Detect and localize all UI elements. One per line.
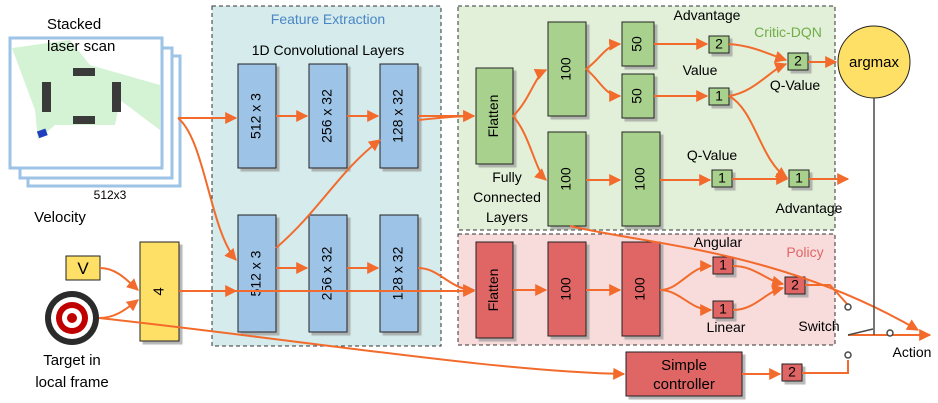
- critic-flatten-label: Flatten: [485, 95, 501, 138]
- policy-title: Policy: [786, 244, 823, 260]
- obstacle-shape: [42, 82, 51, 112]
- critic-dqn-title: Critic-DQN: [754, 24, 822, 40]
- value-output-value: 1: [715, 88, 723, 104]
- conv-layer-bottom-1-label: 512 x 3: [248, 250, 264, 296]
- laser-scan-area: [12, 40, 160, 140]
- policy-fc-a-label: 100: [558, 277, 574, 301]
- simple-controller-box: [625, 351, 743, 397]
- simple-controller-output-value: 2: [788, 364, 796, 380]
- feature-extraction-title: Feature Extraction: [271, 11, 385, 27]
- linear-label: Linear: [707, 319, 746, 335]
- target-label-line1: Target in: [43, 352, 101, 369]
- switch-contact: [844, 303, 852, 311]
- critic-fc-bottom-b: [621, 131, 661, 227]
- switch-contact: [844, 351, 852, 359]
- critic-fc-bottom-a: [547, 131, 587, 227]
- conv-layer-bottom-2: [308, 214, 348, 333]
- critic-fc-bottom-b-label: 100: [632, 167, 648, 191]
- target-label-line2: local frame: [35, 374, 108, 391]
- target-icon: [45, 291, 99, 345]
- fc-layers-label-line1: Fully: [492, 169, 522, 185]
- critic-fc-top: [547, 21, 587, 117]
- argmax-label: argmax: [849, 54, 900, 71]
- simple-controller-line1: Simple: [661, 357, 707, 374]
- simple-controller-line2: controller: [653, 376, 715, 393]
- critic-fc-bottom-a-label: 100: [558, 167, 574, 191]
- q-value-bottom-label: Q-Value: [687, 147, 738, 163]
- laser-scan-stack: [8, 36, 182, 188]
- laser-title-line1: Stacked: [47, 16, 101, 33]
- fc-layers-label-line3: Layers: [486, 209, 528, 225]
- conv-layer-bottom-1: [237, 214, 277, 333]
- value-label: Value: [683, 62, 718, 78]
- concat-size: 4: [150, 287, 167, 295]
- advantage-bottom-value: 1: [795, 170, 803, 186]
- critic-flatten-layer: [475, 67, 514, 165]
- velocity-label: Velocity: [34, 209, 86, 226]
- conv-layer-top-3: [379, 63, 419, 169]
- laser-size-label: 512x3: [94, 188, 127, 202]
- policy-output-value: 2: [791, 277, 799, 293]
- switch-contact: [886, 329, 894, 337]
- q-value-top-value: 2: [794, 53, 802, 69]
- advantage-branch-layer: [621, 21, 655, 67]
- policy-flatten-label: Flatten: [485, 269, 501, 312]
- q-value-top-label: Q-Value: [770, 77, 821, 93]
- value-branch-layer: [621, 73, 655, 119]
- advantage-top-label: Advantage: [674, 7, 741, 23]
- v-input-box: [65, 255, 101, 281]
- conv-layers-title: 1D Convolutional Layers: [252, 42, 405, 58]
- obstacle-shape: [112, 82, 121, 112]
- conv-layer-top-2-label: 256 x 32: [319, 89, 335, 143]
- conv-layer-bottom-3: [379, 214, 419, 333]
- robot-marker: [36, 128, 48, 139]
- angular-label: Angular: [694, 234, 743, 250]
- critic-fc-top-label: 100: [558, 57, 574, 81]
- advantage-branch-label: 50: [629, 36, 645, 52]
- obstacle-shape: [73, 116, 95, 124]
- v-input-label: V: [77, 259, 89, 278]
- action-label: Action: [893, 344, 932, 360]
- policy-fc-b-label: 100: [632, 277, 648, 301]
- advantage-bottom-label: Advantage: [776, 200, 843, 216]
- angular-output-value: 1: [719, 257, 727, 273]
- switch-lever: [847, 328, 874, 336]
- conv-layer-bottom-3-label: 128 x 32: [390, 246, 406, 300]
- value-branch-label: 50: [629, 88, 645, 104]
- advantage-output-value: 2: [715, 36, 723, 52]
- q-value-bottom-value: 1: [718, 170, 726, 186]
- laser-title-line2: laser scan: [47, 38, 115, 55]
- connection-arrows: [98, 38, 932, 380]
- obstacle-shape: [73, 68, 95, 76]
- switch-label: Switch: [798, 318, 839, 334]
- policy-flatten-layer: [475, 241, 514, 339]
- conv-layer-top-1-label: 512 x 3: [248, 93, 264, 139]
- conv-layer-top-2: [308, 63, 348, 169]
- fc-layers-label-line2: Connected: [473, 189, 541, 205]
- conv-layer-top-3-label: 128 x 32: [390, 89, 406, 143]
- conv-layer-bottom-2-label: 256 x 32: [319, 246, 335, 300]
- linear-output-value: 1: [719, 301, 727, 317]
